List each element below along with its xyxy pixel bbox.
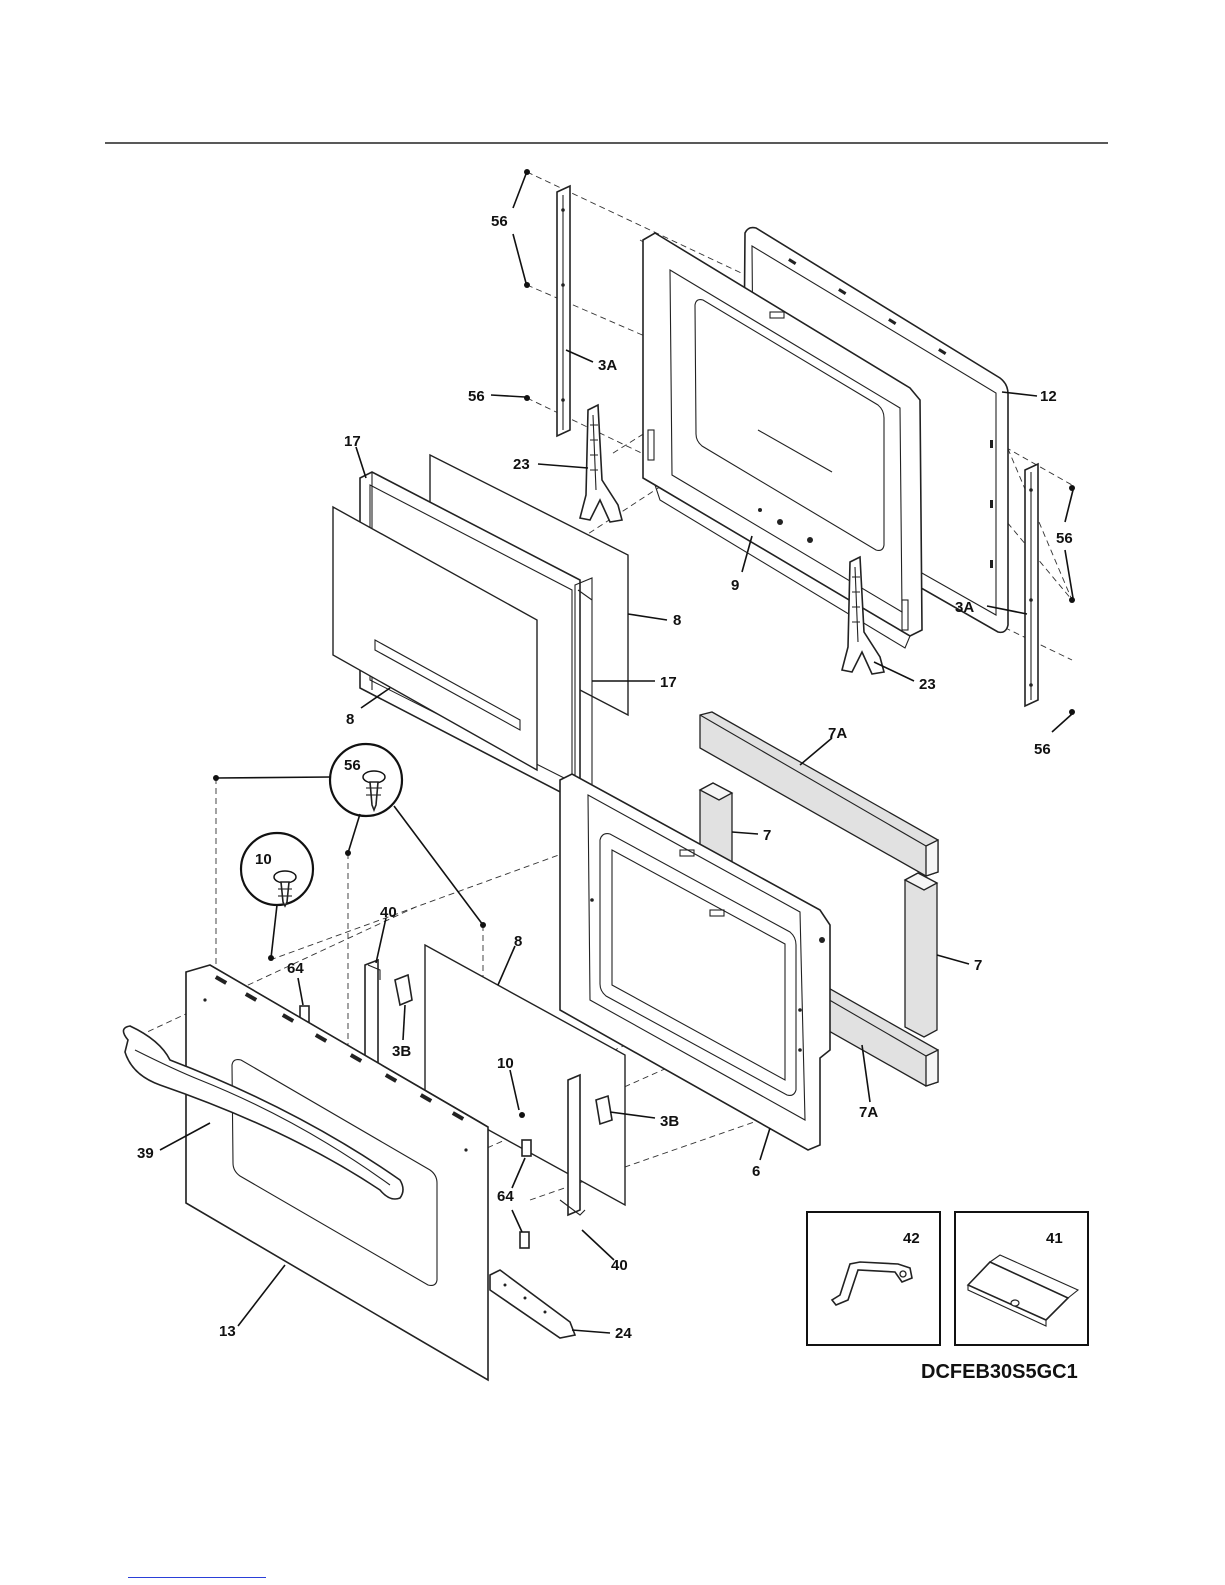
callout-10-lower: 10 [497, 1055, 514, 1072]
part-box-41 [955, 1212, 1088, 1345]
callout-9: 9 [731, 577, 739, 594]
callout-8-upper-right: 8 [673, 612, 681, 629]
callout-41: 41 [1046, 1230, 1063, 1247]
callout-24: 24 [615, 1325, 632, 1342]
screw-56-mid [524, 395, 530, 401]
callout-3a-right: 3A [955, 599, 974, 616]
callout-56-top: 56 [491, 213, 508, 230]
spacer-64-lower-b [520, 1232, 529, 1248]
screw-56-upper [524, 282, 530, 288]
clip-3b-upper [395, 975, 412, 1005]
screw-56-right-b [1069, 597, 1075, 603]
insulation-right [905, 873, 937, 1037]
callout-10-detail: 10 [255, 851, 272, 868]
hinge-upper [580, 405, 622, 522]
callout-39: 39 [137, 1145, 154, 1162]
model-code: DCFEB30S5GC1 [921, 1361, 1078, 1383]
detail-circle-56 [330, 744, 402, 816]
callout-7a-bottom: 7A [859, 1104, 878, 1121]
callout-17-top: 17 [344, 433, 361, 450]
callout-23-top: 23 [513, 456, 530, 473]
callout-56-detail: 56 [344, 757, 361, 774]
callout-6: 6 [752, 1163, 760, 1180]
callout-40-lower: 40 [611, 1257, 628, 1274]
callout-3b-left: 3B [392, 1043, 411, 1060]
callout-42: 42 [903, 1230, 920, 1247]
callout-56-bottom-right: 56 [1034, 741, 1051, 758]
hinge-channel-right [1025, 464, 1038, 706]
screw-56-top [524, 169, 530, 175]
callout-7a-top: 7A [828, 725, 847, 742]
insulation-top [700, 712, 938, 876]
footer-link-underline[interactable] [128, 1577, 266, 1578]
callout-13: 13 [219, 1323, 236, 1340]
callout-56-right: 56 [1056, 530, 1073, 547]
callout-12: 12 [1040, 388, 1057, 405]
callout-8-upper-left: 8 [346, 711, 354, 728]
callout-64-lower: 64 [497, 1188, 514, 1205]
callout-56-mid: 56 [468, 388, 485, 405]
callout-23-lower: 23 [919, 676, 936, 693]
detail-circle-10 [241, 833, 313, 906]
spacer-64-lower-a [522, 1140, 531, 1156]
screw-56-right-a [1069, 485, 1075, 491]
hinge-channel-left [557, 186, 570, 436]
screw-10-lower [519, 1112, 525, 1118]
callout-3b-right: 3B [660, 1113, 679, 1130]
callout-8-lower: 8 [514, 933, 522, 950]
callout-17-lower: 17 [660, 674, 677, 691]
callout-7-left: 7 [763, 827, 771, 844]
callout-3a-left: 3A [598, 357, 617, 374]
part-box-42 [807, 1212, 940, 1345]
callout-7-right: 7 [974, 957, 982, 974]
callout-64-top: 64 [287, 960, 304, 977]
callout-40-top: 40 [380, 904, 397, 921]
door-runner [490, 1270, 575, 1338]
